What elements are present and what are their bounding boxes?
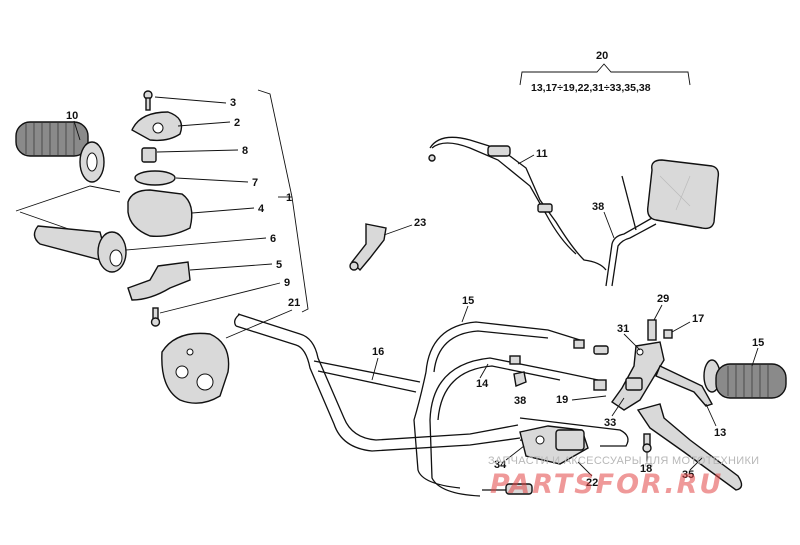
- lever-upper-13: [655, 365, 714, 407]
- cable-end: [482, 483, 533, 495]
- bushing-8: [141, 147, 157, 163]
- part-number-3: 3: [230, 97, 236, 109]
- part-number-22: 22: [586, 477, 598, 489]
- screw-3: [143, 90, 153, 111]
- group-bracket-20: 20 13,17÷19,22,31÷33,35,38: [519, 50, 691, 94]
- watermark-caption: ЗАПЧАСТИ И АКСЕССУАРЫ ДЛЯ МОТОТЕХНИКИ: [488, 455, 759, 467]
- part-number-20: 20: [596, 50, 608, 62]
- part-number-5: 5: [276, 259, 282, 271]
- part-number-12: 14: [476, 378, 489, 390]
- assembly-bracket-1: [257, 89, 309, 313]
- part-number-31: 31: [617, 323, 629, 335]
- part-number-13: 13: [714, 427, 726, 439]
- part-number-35: 34: [494, 459, 507, 471]
- part-number-17: 17: [692, 313, 704, 325]
- cable-fitting: [593, 345, 609, 355]
- part-number-32: 35: [682, 469, 694, 481]
- right-grip-15: [703, 359, 787, 399]
- part-number-4: 4: [258, 203, 265, 215]
- brake-master-cylinder: [519, 425, 589, 465]
- part-number-23: 23: [414, 217, 426, 229]
- clutch-lever-mount: [611, 319, 673, 411]
- watermark: ЗАПЧАСТИ И АКСЕССУАРЫ ДЛЯ МОТОТЕХНИКИ PA…: [488, 455, 759, 500]
- clamp-23: [349, 223, 387, 272]
- part-number-7: 7: [252, 177, 258, 189]
- nut-38: [513, 371, 527, 387]
- throttle-housing-upper-4: [127, 189, 193, 238]
- cable-12: [429, 355, 607, 497]
- part-number-34: 38: [592, 201, 604, 213]
- watermark-brand: PARTSFOR.RU: [490, 469, 723, 500]
- part-number-19: 19: [556, 394, 568, 406]
- switch-housing-21: [161, 332, 230, 404]
- cover-2: [131, 111, 183, 142]
- throttle-cable-11: [428, 136, 607, 271]
- part-number-2: 2: [234, 117, 240, 129]
- lever-lower-32: [636, 403, 743, 491]
- seal-7: [134, 170, 176, 186]
- clutch-cable-16: [413, 321, 585, 489]
- part-number-38: 38: [514, 395, 526, 407]
- part-number-29: 29: [657, 293, 669, 305]
- screw-18: [642, 433, 652, 453]
- part-number-18: 18: [640, 463, 652, 475]
- part-number-15: 15: [752, 337, 764, 349]
- part-number-8: 8: [242, 145, 248, 157]
- part-number-21: 21: [288, 297, 300, 309]
- part-number-11: 11: [536, 148, 548, 160]
- throttle-tube: [33, 225, 127, 273]
- part-number-10: 10: [66, 110, 78, 122]
- part-number-16: 15: [462, 295, 474, 307]
- part-number-1: 1: [286, 192, 292, 204]
- group-items-note: 13,17÷19,22,31÷33,35,38: [531, 82, 651, 94]
- screw-9: [150, 307, 161, 327]
- mirror-34: [605, 159, 720, 287]
- part-number-14: 16: [372, 346, 384, 358]
- part-number-33: 33: [604, 417, 616, 429]
- throttle-housing-lower-5: [127, 261, 191, 301]
- part-number-6: 6: [270, 233, 276, 245]
- left-grip: [15, 121, 105, 183]
- part-number-9: 9: [284, 277, 290, 289]
